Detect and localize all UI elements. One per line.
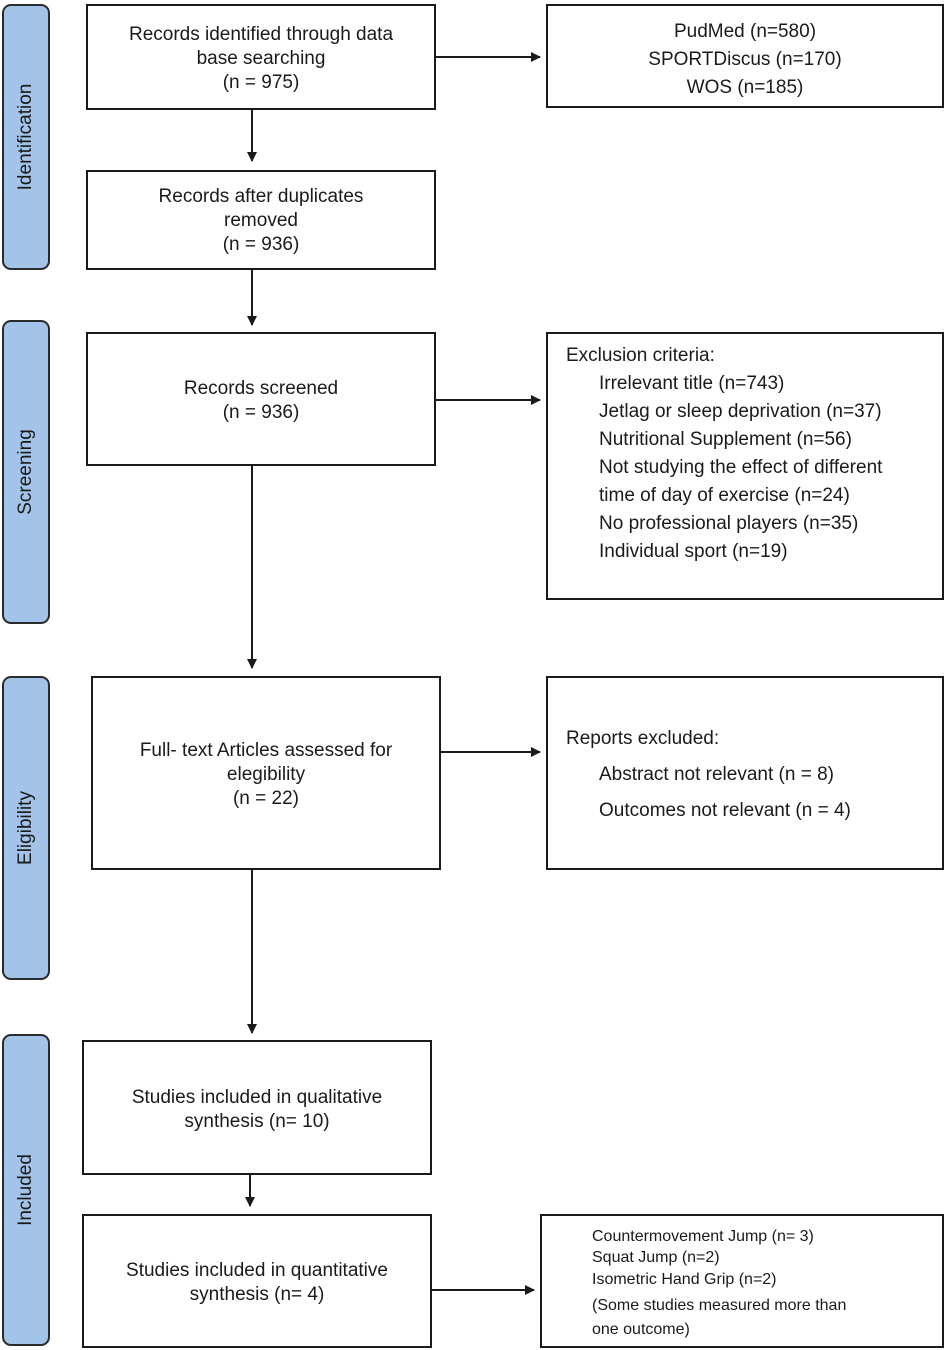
outcome-item: Squat Jump (n=2)	[592, 1249, 720, 1266]
databases-box: PudMed (n=580) SPORTDiscus (n=170) WOS (…	[546, 4, 944, 108]
exclusion-criteria-heading: Exclusion criteria:	[566, 345, 715, 366]
database-pubmed: PudMed (n=580)	[673, 21, 817, 42]
records-identified-box: Records identified through data base sea…	[86, 4, 436, 110]
database-sportdiscus: SPORTDiscus (n=170)	[648, 49, 842, 70]
exclusion-item: Nutritional Supplement (n=56)	[599, 429, 852, 450]
records-identified-line1: Records identified through data	[128, 24, 394, 45]
quantitative-synthesis-line1: Studies included in quantitative	[126, 1260, 388, 1281]
reports-excluded-item: Abstract not relevant (n = 8)	[599, 764, 834, 785]
quantitative-synthesis-line2: synthesis (n= 4)	[189, 1284, 325, 1305]
duplicates-removed-line1: Records after duplicates	[158, 186, 364, 207]
records-identified-count: (n = 975)	[222, 72, 300, 93]
records-identified-line2: base searching	[196, 48, 326, 69]
fulltext-assessed-box: Full- text Articles assessed for elegibi…	[91, 676, 441, 870]
duplicates-removed-line2: removed	[224, 210, 298, 231]
outcome-note-line1: (Some studies measured more than	[592, 1297, 847, 1314]
exclusion-item: time of day of exercise (n=24)	[599, 485, 850, 506]
exclusion-item: Individual sport (n=19)	[599, 541, 788, 562]
exclusion-item: Jetlag or sleep deprivation (n=37)	[599, 401, 882, 422]
records-screened-label: Records screened	[183, 378, 339, 399]
outcome-note-line2: one outcome)	[592, 1321, 690, 1338]
exclusion-item: No professional players (n=35)	[599, 513, 859, 534]
fulltext-assessed-line1: Full- text Articles assessed for	[139, 740, 393, 761]
stage-screening: Screening	[2, 320, 50, 624]
duplicates-removed-box: Records after duplicates removed (n = 93…	[86, 170, 436, 270]
outcome-item: Isometric Hand Grip (n=2)	[592, 1271, 777, 1288]
exclusion-item: Irrelevant title (n=743)	[599, 373, 785, 394]
records-screened-count: (n = 936)	[222, 402, 300, 423]
exclusion-criteria-box: Exclusion criteria: Irrelevant title (n=…	[546, 332, 944, 600]
qualitative-synthesis-line1: Studies included in qualitative	[131, 1087, 383, 1108]
duplicates-removed-count: (n = 936)	[222, 234, 300, 255]
stage-included: Included	[2, 1034, 50, 1346]
records-screened-box: Records screened (n = 936)	[86, 332, 436, 466]
reports-excluded-item: Outcomes not relevant (n = 4)	[599, 800, 851, 821]
reports-excluded-box: Reports excluded: Abstract not relevant …	[546, 676, 944, 870]
outcomes-box: Countermovement Jump (n= 3) Squat Jump (…	[540, 1214, 944, 1348]
exclusion-item: Not studying the effect of different	[599, 457, 883, 478]
stage-identification: Identification	[2, 4, 50, 270]
database-wos: WOS (n=185)	[686, 77, 804, 98]
reports-excluded-heading: Reports excluded:	[566, 728, 720, 749]
stage-eligibility: Eligibility	[2, 676, 50, 980]
qualitative-synthesis-line2: synthesis (n= 10)	[184, 1111, 330, 1132]
fulltext-assessed-line2: elegibility	[226, 764, 306, 785]
qualitative-synthesis-box: Studies included in qualitative synthesi…	[82, 1040, 432, 1175]
quantitative-synthesis-box: Studies included in quantitative synthes…	[82, 1214, 432, 1348]
fulltext-assessed-count: (n = 22)	[232, 788, 299, 809]
outcome-item: Countermovement Jump (n= 3)	[592, 1228, 814, 1245]
